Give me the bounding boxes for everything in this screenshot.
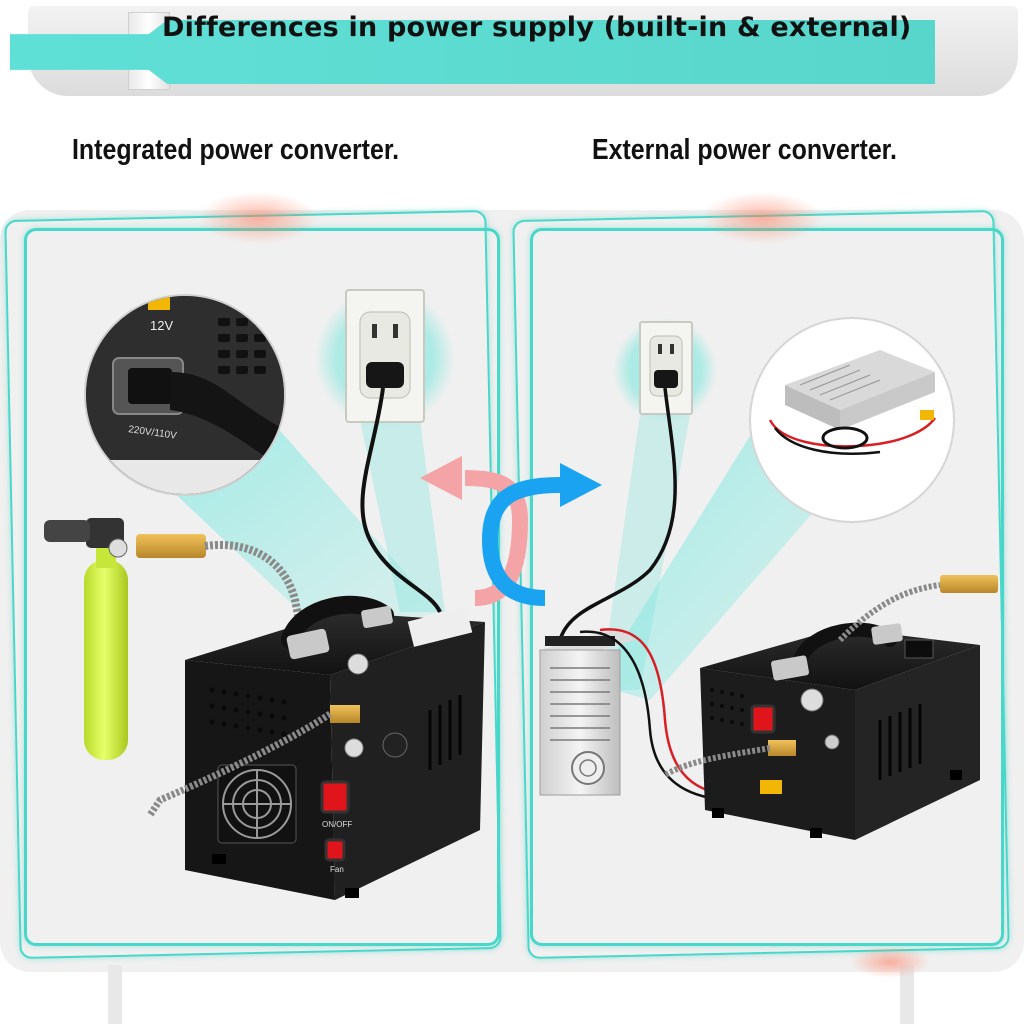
power-cord-right [558, 387, 677, 641]
glow-right [702, 192, 822, 244]
caption-external: External power converter. [592, 134, 897, 166]
fan-switch [324, 838, 346, 862]
hose-left [204, 541, 304, 626]
label-fan: Fan [330, 865, 344, 874]
wall-outlet-icon [315, 288, 455, 428]
caption-integrated: Integrated power converter. [72, 134, 400, 166]
inlet-closeup: 12V 220V/110V [84, 294, 286, 496]
hose-left-lower [147, 711, 332, 817]
psu-closeup [749, 317, 955, 523]
compressor-integrated: ON/OFF Fan [185, 595, 485, 900]
external-psu [539, 628, 635, 796]
swap-arrows-icon [420, 456, 602, 606]
fan-grille-icon [217, 764, 297, 844]
glow-left [198, 192, 318, 244]
onoff-switch [320, 780, 350, 814]
banner-title: Differences in power supply (built-in & … [162, 12, 912, 43]
label-onoff: ON/OFF [322, 820, 352, 829]
hose-right [663, 745, 771, 778]
outlet-beam-right [600, 415, 690, 690]
panel-leg-left [108, 965, 122, 1024]
air-bottle [44, 518, 128, 760]
compressor-external [700, 622, 980, 840]
wall-outlet-right [613, 318, 717, 422]
brass-coupler-left [136, 534, 206, 558]
brass-coupler-right [940, 575, 998, 593]
outlet-beam-left [360, 420, 445, 612]
glow-bottom [850, 946, 930, 978]
power-cord-left [360, 387, 442, 613]
label-12v: 12V [150, 318, 173, 333]
title-banner [10, 20, 935, 84]
panel-leg-right [900, 965, 914, 1024]
